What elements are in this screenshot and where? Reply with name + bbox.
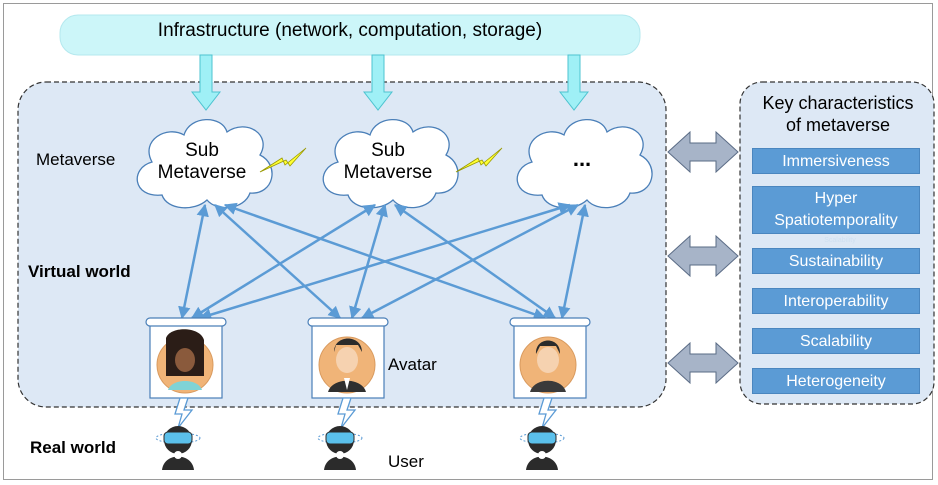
characteristic-hyper-spatiotemporality: Hyper Spatiotemporality bbox=[752, 186, 920, 234]
double-arrow-1 bbox=[667, 130, 739, 174]
user-vr-icon-2 bbox=[317, 426, 363, 470]
link-bolt-icon bbox=[538, 397, 558, 429]
user-vr-icon-3 bbox=[519, 426, 565, 470]
virtual-world-label: Virtual world bbox=[28, 262, 131, 281]
avatar-card-3 bbox=[509, 317, 591, 399]
infrastructure-label: Infrastructure (network, computation, st… bbox=[157, 20, 543, 41]
characteristics-title-line1: Key characteristics bbox=[762, 93, 914, 113]
double-arrow-3 bbox=[667, 341, 739, 385]
link-bolt-icon bbox=[174, 397, 194, 429]
avatar-label: Avatar bbox=[388, 355, 437, 374]
cloud-line2: Metaverse bbox=[343, 162, 433, 183]
cloud-line1: ... bbox=[572, 146, 592, 171]
faint-watermark-text: Scalability bbox=[824, 237, 856, 244]
characteristic-scalability: Scalability bbox=[752, 328, 920, 354]
cloud-label-3: ... bbox=[522, 148, 642, 170]
cloud-label-1: Sub Metaverse bbox=[142, 140, 262, 184]
avatar-card-2 bbox=[307, 317, 389, 399]
cloud-line1: Sub bbox=[371, 140, 405, 161]
characteristic-interoperability: Interoperability bbox=[752, 288, 920, 314]
cloud-label-2: Sub Metaverse bbox=[328, 140, 448, 184]
lightning-icon-2 bbox=[455, 147, 503, 173]
link-bolt-icon bbox=[337, 397, 357, 429]
link-arrow bbox=[360, 203, 580, 320]
characteristic-heterogeneity: Heterogeneity bbox=[752, 368, 920, 394]
cloud-line2: Metaverse bbox=[157, 162, 247, 183]
double-arrow-2 bbox=[667, 234, 739, 278]
characteristics-title-line2: of metaverse bbox=[785, 115, 891, 135]
characteristic-sustainability: Sustainability bbox=[752, 248, 920, 274]
avatar-card-1 bbox=[145, 317, 227, 399]
down-arrow-3 bbox=[558, 54, 590, 111]
cloud-line1: Sub bbox=[185, 140, 219, 161]
characteristics-title: Key characteristics of metaverse bbox=[742, 92, 934, 136]
metaverse-label: Metaverse bbox=[36, 150, 116, 169]
down-arrow-2 bbox=[362, 54, 394, 111]
characteristic-immersiveness: Immersiveness bbox=[752, 148, 920, 174]
link-arrow bbox=[558, 203, 589, 320]
lightning-icon-1 bbox=[259, 147, 307, 173]
user-vr-icon-1 bbox=[155, 426, 201, 470]
infrastructure-bar bbox=[59, 14, 641, 56]
real-world-label: Real world bbox=[30, 438, 116, 457]
user-label: User bbox=[388, 452, 424, 471]
down-arrow-1 bbox=[190, 54, 222, 111]
